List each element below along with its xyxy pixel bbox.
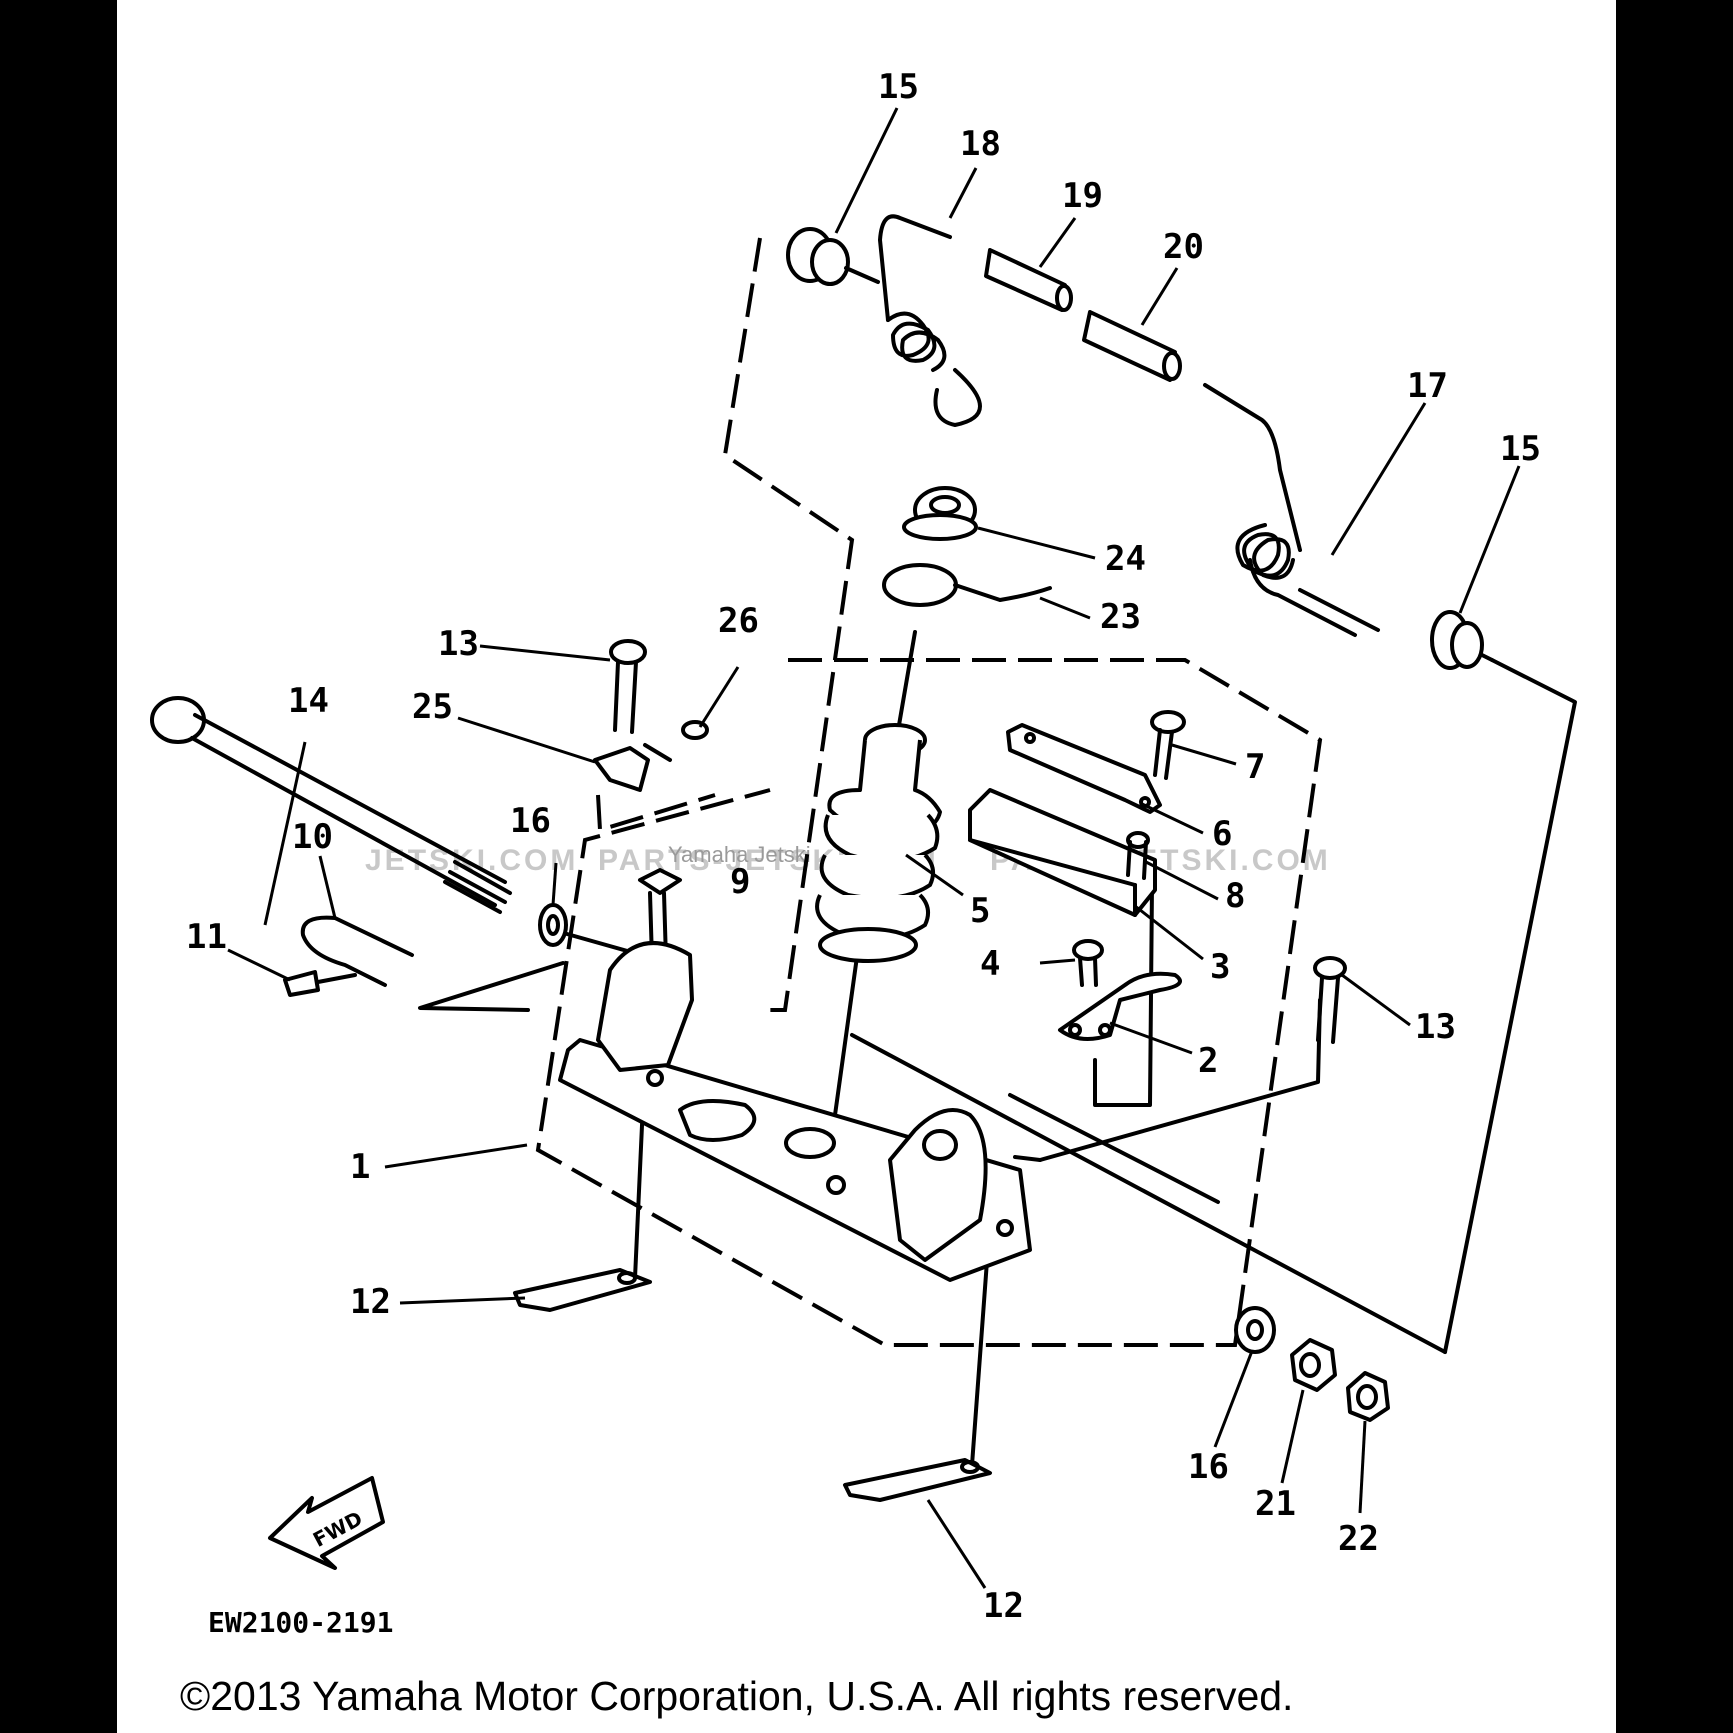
callout-9: 9 <box>730 862 750 902</box>
callout-7: 7 <box>1245 747 1265 787</box>
fwd-arrow: FWD <box>268 1476 385 1570</box>
part-16-washer-left <box>538 903 568 947</box>
part-24-spring-seat <box>902 486 978 541</box>
callout-13-left: 13 <box>438 624 479 664</box>
callout-labels: 15 18 19 20 17 15 24 23 26 13 25 14 16 1… <box>186 67 1541 1626</box>
part-26-pin <box>681 720 709 740</box>
callout-17: 17 <box>1407 366 1448 406</box>
diagram-code: EW2100-2191 <box>208 1606 393 1639</box>
callout-20: 20 <box>1163 227 1204 267</box>
part-15-collar-top <box>786 227 880 286</box>
part-14-long-bolt <box>150 696 512 914</box>
axis-line-right <box>1443 658 1577 1354</box>
plate2-line <box>1093 883 1154 1107</box>
part-18-torsion-spring-left <box>878 214 982 427</box>
part-15-collar-right <box>1430 610 1494 670</box>
callout-11: 11 <box>186 917 227 957</box>
part-17-torsion-spring-right <box>1203 383 1380 637</box>
callout-3: 3 <box>1210 947 1230 987</box>
callout-8: 8 <box>1225 876 1245 916</box>
callout-16-left: 16 <box>510 801 551 841</box>
callout-24: 24 <box>1105 539 1146 579</box>
part-12-stopper-left <box>513 1268 652 1312</box>
part-12-stopper-right <box>843 1458 992 1502</box>
callout-23: 23 <box>1100 597 1141 637</box>
callout-12-bottom: 12 <box>983 1586 1024 1626</box>
bolt13-tie <box>1013 1155 1042 1162</box>
callout-15-top: 15 <box>878 67 919 107</box>
clip-line <box>643 743 672 762</box>
bolt-axis-line <box>1008 1093 1220 1204</box>
part-21-nut <box>1290 1338 1337 1392</box>
callout-2: 2 <box>1198 1041 1218 1081</box>
part-1-base-plate <box>558 941 1032 1282</box>
callout-19: 19 <box>1062 176 1103 216</box>
part-19-bushing <box>984 248 1073 312</box>
part-20-bushing <box>1082 310 1182 382</box>
callout-15-right: 15 <box>1500 429 1541 469</box>
dashed-assembly-outlines <box>535 237 1323 1347</box>
callout-18: 18 <box>960 124 1001 164</box>
callout-26: 26 <box>718 601 759 641</box>
part-25-bracket <box>593 746 650 792</box>
part-3-block <box>968 788 1157 917</box>
part-5-boot <box>815 723 942 963</box>
outline-spring-left <box>722 237 855 1012</box>
part-2-plate <box>1058 971 1182 1041</box>
callout-12-left: 12 <box>350 1282 391 1322</box>
watermark-small: Yamaha Jetski <box>668 842 811 867</box>
callout-5: 5 <box>970 891 990 931</box>
part-7-bolt <box>1150 710 1186 780</box>
outline-base-plate <box>535 658 1323 1347</box>
callout-14: 14 <box>288 681 329 721</box>
callout-6: 6 <box>1212 814 1232 854</box>
part-23-hose-clamp <box>882 563 1052 607</box>
part-10-clip <box>300 915 414 987</box>
part-13-bolt-right <box>1313 956 1347 1044</box>
outline-clip <box>596 793 716 833</box>
pin-line <box>418 961 565 1012</box>
callout-16-right: 16 <box>1188 1447 1229 1487</box>
part-16-washer-right <box>1234 1306 1276 1354</box>
spring-axis-bottom <box>833 933 862 1117</box>
part-22-nut <box>1346 1371 1390 1422</box>
part-13-bolt-left <box>609 639 647 734</box>
part-11-pin <box>283 970 357 997</box>
part-8-pin <box>1126 831 1150 880</box>
part-4-screw <box>1072 939 1104 987</box>
callout-10: 10 <box>292 817 333 857</box>
callout-21: 21 <box>1255 1484 1296 1524</box>
callout-13-right: 13 <box>1415 1007 1456 1047</box>
callout-25: 25 <box>412 687 453 727</box>
copyright-notice: ©2013 Yamaha Motor Corporation, U.S.A. A… <box>180 1673 1293 1719</box>
callout-1: 1 <box>350 1147 370 1187</box>
leader-lines <box>227 107 1521 1589</box>
axis-line-bottom <box>850 1033 1447 1354</box>
callout-22: 22 <box>1338 1519 1379 1559</box>
callout-4: 4 <box>980 944 1000 984</box>
part-6-plate <box>1006 723 1162 814</box>
